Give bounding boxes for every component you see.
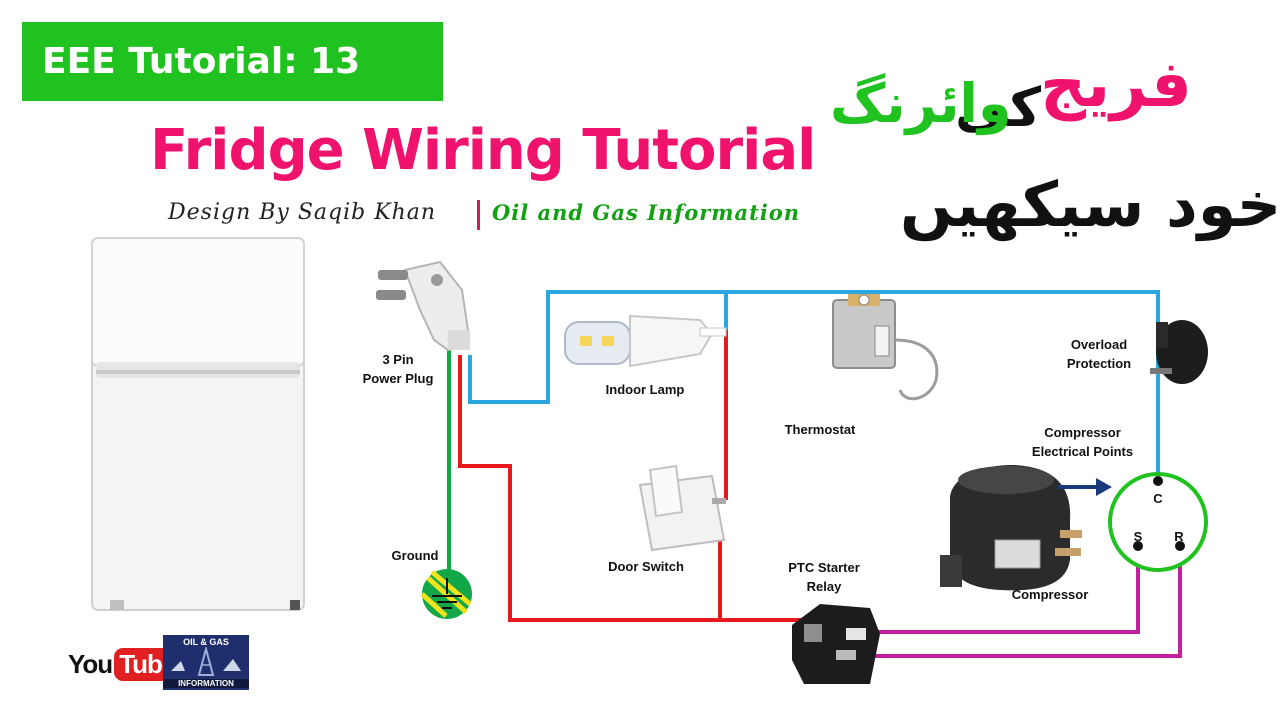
author-credit: Design By Saqib Khan: [168, 200, 437, 225]
compressor-points-label-line2: Electrical Points: [1031, 444, 1134, 459]
ptc-relay-label: PTC Starter Relay: [776, 558, 872, 596]
oil-rig-icon: [171, 645, 241, 676]
compressor-points-label: Compressor Electrical Points: [1020, 423, 1145, 461]
thermostat-label: Thermostat: [784, 422, 856, 437]
plug-label-line1: 3 Pin: [382, 352, 414, 367]
live-wire: [458, 330, 818, 622]
tutorial-badge: EEE Tutorial: 13: [22, 22, 443, 101]
overload-label-line1: Overload: [1070, 337, 1128, 352]
overload-label: Overload Protection: [1054, 335, 1144, 373]
page-title: Fridge Wiring Tutorial: [150, 118, 816, 183]
urdu-title-word-fridge: فریج: [1040, 48, 1192, 122]
fridge-image: [91, 237, 305, 611]
ptc-label-line2: Relay: [806, 579, 842, 594]
terminal-r-label: R: [1174, 529, 1184, 544]
compressor-label: Compressor: [1011, 587, 1089, 602]
terminal-s-label: S: [1133, 529, 1143, 544]
ground-label: Ground: [391, 548, 439, 563]
door-switch-image: [638, 464, 726, 552]
terminal-r-dot: [1175, 541, 1185, 551]
plug-label: 3 Pin Power Plug: [352, 350, 444, 388]
ground-symbol-icon: [420, 569, 472, 619]
power-plug-image: [376, 260, 470, 352]
terminal-c-label: C: [1153, 491, 1163, 506]
overload-protector-image: [1150, 320, 1208, 384]
ptc-label-line1: PTC Starter: [788, 560, 860, 575]
oil-gas-logo[interactable]: OIL & GAS INFORMATION: [163, 635, 249, 690]
compressor-points-label-line1: Compressor: [1044, 425, 1121, 440]
credit-divider: [477, 200, 480, 230]
thermostat-image: [832, 294, 939, 401]
door-switch-label: Door Switch: [608, 559, 684, 574]
terminal-c-dot: [1153, 476, 1163, 486]
lamp-label: Indoor Lamp: [605, 382, 685, 397]
indoor-lamp-image: [564, 314, 727, 368]
arrow-icon: [1058, 478, 1112, 496]
compressor-wires: [870, 548, 1182, 658]
plug-label-line2: Power Plug: [362, 371, 434, 386]
oil-gas-logo-top: OIL & GAS: [183, 637, 229, 647]
oil-gas-logo-bottom: INFORMATION: [163, 679, 249, 688]
overload-label-line2: Protection: [1066, 356, 1132, 371]
urdu-subtitle: خود سیکھیں: [900, 168, 1280, 241]
urdu-title-word-ki: کی: [955, 76, 1042, 139]
compressor-image: [940, 465, 1082, 591]
terminal-s-dot: [1133, 541, 1143, 551]
ptc-relay-image: [792, 604, 880, 684]
channel-name: Oil and Gas Information: [492, 200, 801, 225]
youtube-logo-you: You: [68, 649, 113, 679]
urdu-title-word-wiring: وائرنگ: [830, 72, 1012, 135]
